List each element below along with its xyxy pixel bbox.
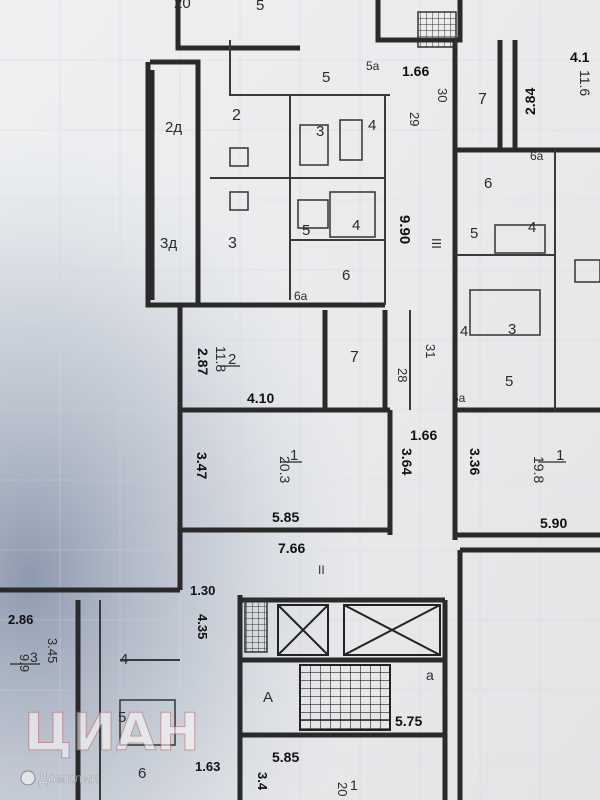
label-d166-top: 1.66 — [402, 63, 429, 79]
label-r6-mid: 6 — [342, 267, 350, 284]
elevators — [277, 604, 441, 656]
label-r-a: а — [426, 667, 434, 683]
label-d990: 9.90 — [396, 215, 413, 244]
label-r29: 29 — [407, 112, 422, 126]
label-a116: 11.6 — [577, 70, 593, 96]
label-r3d: 3д — [160, 235, 177, 252]
label-r30: 30 — [435, 88, 450, 102]
label-r2: 2 — [232, 107, 241, 124]
label-roman3: III — [429, 238, 444, 249]
label-d286: 2.86 — [8, 612, 33, 627]
label-roman2: II — [318, 563, 325, 577]
thin-walls — [99, 40, 556, 800]
label-top-5: 20 — [174, 0, 191, 12]
label-r28: 28 — [395, 368, 410, 382]
label-r5-low: 5 — [118, 709, 126, 726]
label-d364: 3.64 — [399, 448, 415, 475]
label-r5-rmid: 5 — [505, 373, 513, 390]
label-d410: 4.10 — [247, 390, 274, 406]
label-room1r-num: 1 — [556, 447, 564, 464]
domclick-logo-icon — [20, 770, 36, 786]
label-d347: 3.47 — [194, 452, 210, 479]
label-room1-area: 20.3 — [277, 456, 293, 483]
label-r2d: 2д — [165, 119, 182, 136]
label-room1-num: 1 — [290, 447, 298, 464]
label-r5-right: 5 — [470, 225, 478, 242]
label-d284: 2.84 — [522, 88, 538, 115]
label-d435: 4.35 — [195, 614, 210, 639]
label-d766: 7.66 — [278, 540, 305, 556]
label-r4-right: 4 — [528, 219, 536, 236]
label-r3-rlow: 3 — [508, 321, 516, 338]
watermark-logo-text: ЦИАН — [24, 703, 200, 763]
label-r4-rlow: 4 — [460, 323, 468, 340]
label-r4-mid2: 4 — [352, 217, 360, 234]
fixtures — [119, 11, 600, 746]
staircase — [299, 664, 391, 731]
label-r31: 31 — [423, 344, 438, 358]
label-r6a-mid: 6а — [294, 289, 308, 303]
label-r5a-top: 5а — [366, 59, 380, 73]
label-d34-low: 3.4 — [255, 772, 270, 791]
label-d336: 3.36 — [467, 448, 483, 475]
label-room2-num: 2 — [228, 351, 236, 368]
label-d130: 1.30 — [190, 583, 215, 598]
label-lobbyA: А — [263, 689, 273, 706]
label-d575: 5.75 — [395, 713, 422, 729]
label-r4-low: 4 — [120, 651, 128, 668]
label-d590: 5.90 — [540, 515, 567, 531]
room-labels: 20 5 5 5а 1.66 30 29 7 2.84 4.1 11.6 2д … — [8, 0, 593, 796]
label-r7-tr: 7 — [478, 91, 487, 108]
label-r6a: 6а — [530, 149, 544, 163]
label-room1r-area: 19.8 — [531, 456, 547, 483]
label-d166-mid: 1.66 — [410, 427, 437, 443]
label-r1-low: 1 — [350, 777, 358, 793]
label-d585-low: 5.85 — [272, 749, 299, 765]
label-r4-mid: 4 — [368, 117, 376, 134]
label-r5-mid: 5 — [302, 222, 310, 239]
label-r7-mid: 7 — [350, 349, 359, 366]
label-r3: 3 — [228, 235, 237, 252]
label-top-2: 5 — [256, 0, 264, 14]
label-r5a-mid: 5а — [452, 391, 466, 405]
label-r6-low: 6 — [138, 765, 146, 782]
watermark: ЦИАН Домклик — [20, 703, 200, 787]
label-d585-mid: 5.85 — [272, 509, 299, 525]
label-room3-area: 9.9 — [17, 654, 32, 672]
label-d287: 2.87 — [195, 348, 211, 375]
watermark-brand: Домклик — [38, 772, 99, 787]
label-room3-num: 3 — [30, 649, 38, 665]
label-r3-mid: 3 — [316, 123, 324, 140]
label-room2-area: 11.8 — [213, 346, 229, 372]
label-a20-low: 20 — [335, 782, 350, 796]
label-r6-right: 6 — [484, 175, 492, 192]
label-r5-top: 5 — [322, 69, 330, 86]
label-d163: 1.63 — [195, 759, 220, 774]
label-d41-top: 4.1 — [570, 49, 590, 65]
label-d345: 3.45 — [45, 638, 60, 663]
